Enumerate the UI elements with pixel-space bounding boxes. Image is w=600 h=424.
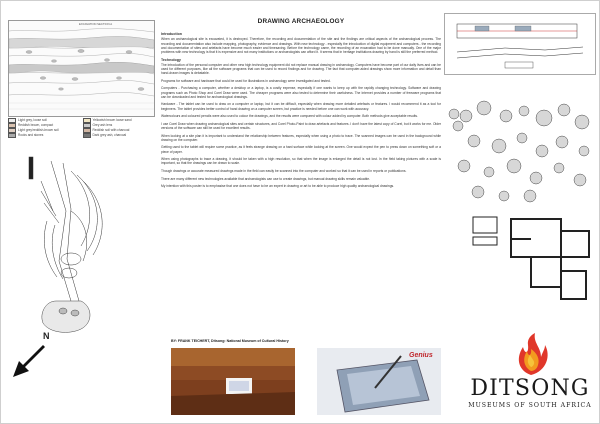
paragraph: Computers - Purchasing a computer, wheth… (161, 86, 441, 99)
paragraph: I use Corel Draw when drawing archaeolog… (161, 121, 441, 131)
page-title: DRAWING ARCHAEOLOGY (257, 18, 345, 25)
section-label: EXCAVATION SECTION A (79, 22, 112, 26)
paragraph: Hardware - The tablet can be used to dra… (161, 102, 441, 111)
article-body: Introduction When an archaeological site… (161, 32, 441, 192)
legend-item: Light grey, loose soil (18, 118, 47, 123)
legend-swatch (8, 128, 16, 133)
legend-item: Reddish brown, compact (18, 123, 54, 128)
legend-item: Grey ash lens (92, 123, 113, 128)
legend-swatch (82, 118, 91, 123)
legend-item: Reddish soil with charcoal (92, 128, 130, 133)
stone-features-plan (444, 96, 594, 206)
brand-label: Genius (409, 352, 433, 359)
intro-paragraph: When an archaeological site is excavated… (161, 37, 441, 54)
north-arrow-icon (11, 341, 51, 386)
north-label: N (43, 331, 50, 341)
burial-skeleton-drawing (11, 151, 151, 336)
legend-row: Reddish brown, compact Grey ash lens (8, 123, 153, 128)
section-svg: EXCAVATION SECTION A (9, 21, 154, 116)
legend-swatch (82, 133, 91, 138)
legend-row: Light grey/reddish-brown soil Reddish so… (8, 128, 153, 133)
paragraph: Watercolours and coloured pencils were a… (161, 114, 418, 119)
paragraph: There are many different new technologie… (161, 176, 371, 181)
paragraph: Getting used to the tablet will require … (161, 145, 441, 154)
legend-swatch (82, 128, 91, 133)
legend-item: Dark grey ash, charcoal (92, 133, 127, 138)
legend-swatch (8, 118, 16, 123)
tablet-product-photo: Genius (317, 348, 441, 415)
paragraph: My intention with this poster is to emph… (161, 184, 395, 189)
legend-swatch (8, 123, 16, 128)
technology-heading: Technology (161, 57, 181, 62)
technology-paragraph: The introduction of the personal compute… (161, 62, 441, 76)
skeleton-svg (28, 156, 103, 333)
legend-item: Light grey/reddish-brown soil (18, 128, 59, 133)
building-floor-plan (471, 211, 596, 311)
ditsong-logo-subtitle: MUSEUMS OF SOUTH AFRICA (468, 402, 592, 409)
legend-row: Light grey, loose soil Yellowish brown l… (8, 118, 153, 123)
legend-swatch (82, 123, 91, 128)
site-plan-drawing (444, 13, 596, 75)
excavation-photo (171, 348, 295, 415)
paragraph: Though drawings or accurate measured dra… (161, 168, 407, 173)
paragraph: Programs for software and hardware that … (161, 78, 331, 83)
paragraph: When using photographs to trace a drawin… (161, 157, 441, 166)
legend-item: Rocks and stones (18, 133, 44, 138)
legend-item: Yellowish brown loose sand (92, 118, 132, 123)
paragraph: When looking at a site plan it is import… (161, 133, 441, 142)
ditsong-flame-icon (509, 331, 553, 377)
author-byline: BY: FRANK TEICHERT, Ditsong: National Mu… (171, 339, 289, 343)
legend-row: Rocks and stones Dark grey ash, charcoal (8, 133, 153, 138)
section-legend: Light grey, loose soil Yellowish brown l… (8, 118, 153, 143)
ditsong-logo-text: DITSONG (470, 376, 590, 401)
legend-swatch (8, 133, 16, 138)
intro-heading: Introduction (161, 32, 182, 36)
excavation-section-drawing: EXCAVATION SECTION A (8, 20, 155, 117)
